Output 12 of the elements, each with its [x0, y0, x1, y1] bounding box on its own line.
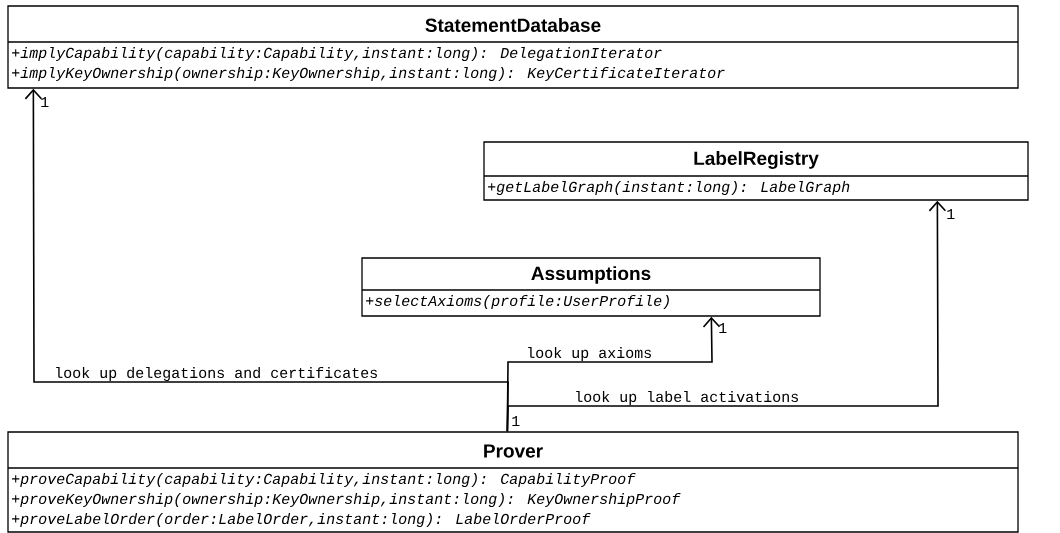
- class-box: StatementDatabase +implyCapability(capability:Capability,instant:long): DelegationIterator +implyKeyOwnership(ownership:KeyOwnership,instant:long): KeyCertificateIterator: [7, 5, 1019, 89]
- class-box: Prover +proveCapability(capability:Capability,instant:long): CapabilityProof +proveKeyOwnership(ownership:KeyOwnership,instant:long): KeyOwnershipProof +proveLabelOrder(order:LabelOrder,instant:long): LabelOrderProof: [7, 431, 1019, 533]
- association-arrow: [506, 200, 947, 433]
- multiplicity-label: 1: [512, 416, 520, 426]
- edge-label: look up delegations and certificates: [56, 367, 377, 381]
- class-box: Assumptions +selectAxioms(profile:UserProfile): [361, 257, 821, 317]
- multiplicity-label: 1: [719, 323, 727, 333]
- edge-label: look up label activations: [576, 391, 798, 405]
- edge-label: look up axioms: [528, 347, 651, 361]
- multiplicity-label: 1: [947, 209, 955, 219]
- class-box: LabelRegistry +getLabelGraph(instant:long): LabelGraph: [483, 141, 1029, 201]
- multiplicity-label: 1: [41, 97, 49, 107]
